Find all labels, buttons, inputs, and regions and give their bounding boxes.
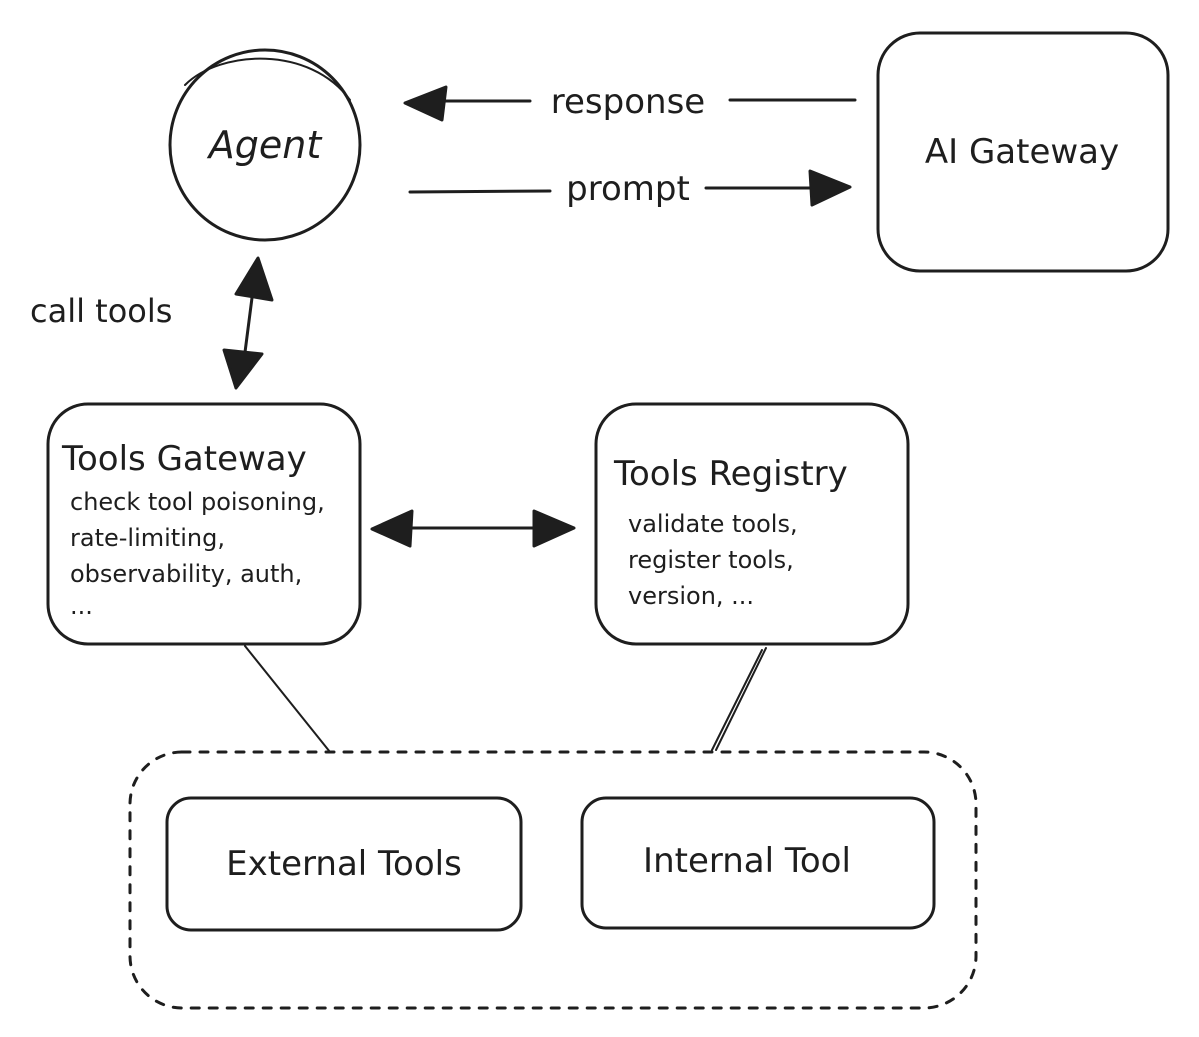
tools-registry-line-3: version, ... (628, 582, 754, 610)
prompt-edge: prompt (408, 169, 852, 209)
call-tools-label: call tools (30, 292, 172, 330)
external-tools-label: External Tools (226, 844, 462, 884)
tools-gateway-line-3: observability, auth, (70, 560, 302, 588)
call-tools-arrowhead-up (234, 256, 274, 302)
response-edge: response (403, 82, 857, 122)
agent-circle-sketch (184, 57, 351, 101)
prompt-arrowhead (808, 169, 852, 207)
tools-gateway-node[interactable]: Tools Gateway check tool poisoning, rate… (46, 402, 362, 646)
tools-gateway-title: Tools Gateway (61, 439, 307, 479)
call-tools-edge: call tools (30, 256, 274, 390)
tools-registry-line-1: validate tools, (628, 510, 798, 538)
call-tools-arrowhead-down (222, 348, 264, 390)
tools-gateway-line-1: check tool poisoning, (70, 488, 325, 516)
agent-label: Agent (206, 123, 324, 167)
tools-registry-title: Tools Registry (613, 454, 848, 494)
gateway-registry-edge (370, 509, 576, 548)
internal-tool-label: Internal Tool (643, 841, 851, 881)
ai-gateway-box (876, 31, 1170, 273)
response-label: response (551, 82, 705, 122)
ai-gateway-label: AI Gateway (925, 132, 1119, 172)
gateway-registry-arrowhead-right (532, 509, 576, 548)
gateway-to-tools-connector (244, 645, 331, 753)
tools-registry-node[interactable]: Tools Registry validate tools, register … (594, 402, 910, 646)
gateway-registry-arrowhead-left (370, 509, 414, 548)
tools-gateway-line-4: ... (70, 592, 93, 620)
tools-gateway-box (46, 402, 362, 646)
agent-node[interactable]: Agent (168, 48, 362, 242)
registry-to-tools-connector-sketch (711, 649, 763, 751)
response-arrowhead (403, 85, 448, 122)
internal-tool-box (580, 796, 936, 930)
external-tools-node[interactable]: External Tools (165, 796, 523, 932)
tools-gateway-line-2: rate-limiting, (70, 524, 225, 552)
registry-to-tools-connector (715, 647, 767, 751)
internal-tool-node[interactable]: Internal Tool (580, 796, 936, 930)
external-tools-box (165, 796, 523, 932)
prompt-label: prompt (566, 169, 690, 209)
prompt-line-left (408, 189, 552, 194)
agent-circle (168, 48, 362, 242)
call-tools-line (242, 288, 255, 362)
ai-gateway-node[interactable]: AI Gateway (876, 31, 1170, 273)
tools-group-boundary (128, 750, 978, 1010)
tools-registry-box (594, 402, 910, 646)
tools-registry-line-2: register tools, (628, 546, 794, 574)
